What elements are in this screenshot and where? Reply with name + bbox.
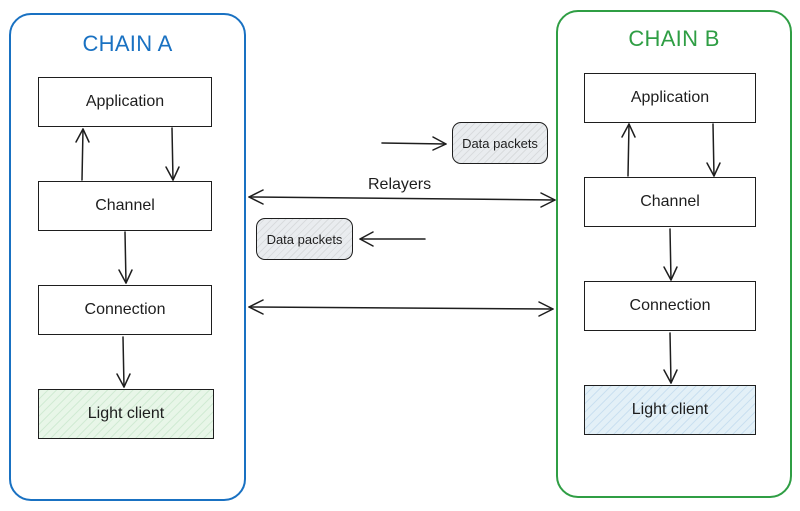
relayers-label: Relayers: [368, 176, 432, 193]
chain-b-channel-to-application-arrow: [621, 123, 636, 177]
chain-a-container: [9, 13, 246, 501]
chain-a-channel-to-application-arrow: [75, 128, 90, 181]
chain-a-connection-layer: Connection: [38, 285, 212, 335]
data-packets-right-arrow: [381, 136, 447, 151]
data-packets-to-chain-b: Data packets: [452, 122, 548, 164]
chain-b-container: [556, 10, 792, 498]
chain-a-application-to-channel-arrow: [165, 127, 180, 181]
chain-b-channel-layer: Channel: [584, 177, 756, 227]
chain-a-connection-to-light-client-arrow: [116, 336, 131, 388]
chain-b-application-to-channel-arrow: [706, 123, 721, 177]
chain-b-connection-to-light-client-arrow: [663, 332, 678, 384]
chain-a-light-client-layer: Light client: [38, 389, 214, 439]
chain-b-application-layer: Application: [584, 73, 756, 123]
connection-double-arrow: [248, 299, 554, 317]
chain-a-application-layer: Application: [38, 77, 212, 127]
chain-b-channel-to-connection-arrow: [663, 228, 678, 281]
chain-a-channel-to-connection-arrow: [118, 231, 133, 284]
chain-a-channel-layer: Channel: [38, 181, 212, 231]
chain-a-title: CHAIN A: [82, 31, 173, 56]
chain-b-light-client-layer: Light client: [584, 385, 756, 435]
data-packets-to-chain-a: Data packets: [256, 218, 353, 260]
data-packets-left-arrow: [359, 231, 426, 247]
relayers-channel-double-arrow: [248, 189, 556, 208]
chain-b-title: CHAIN B: [628, 26, 720, 51]
chain-b-connection-layer: Connection: [584, 281, 756, 331]
